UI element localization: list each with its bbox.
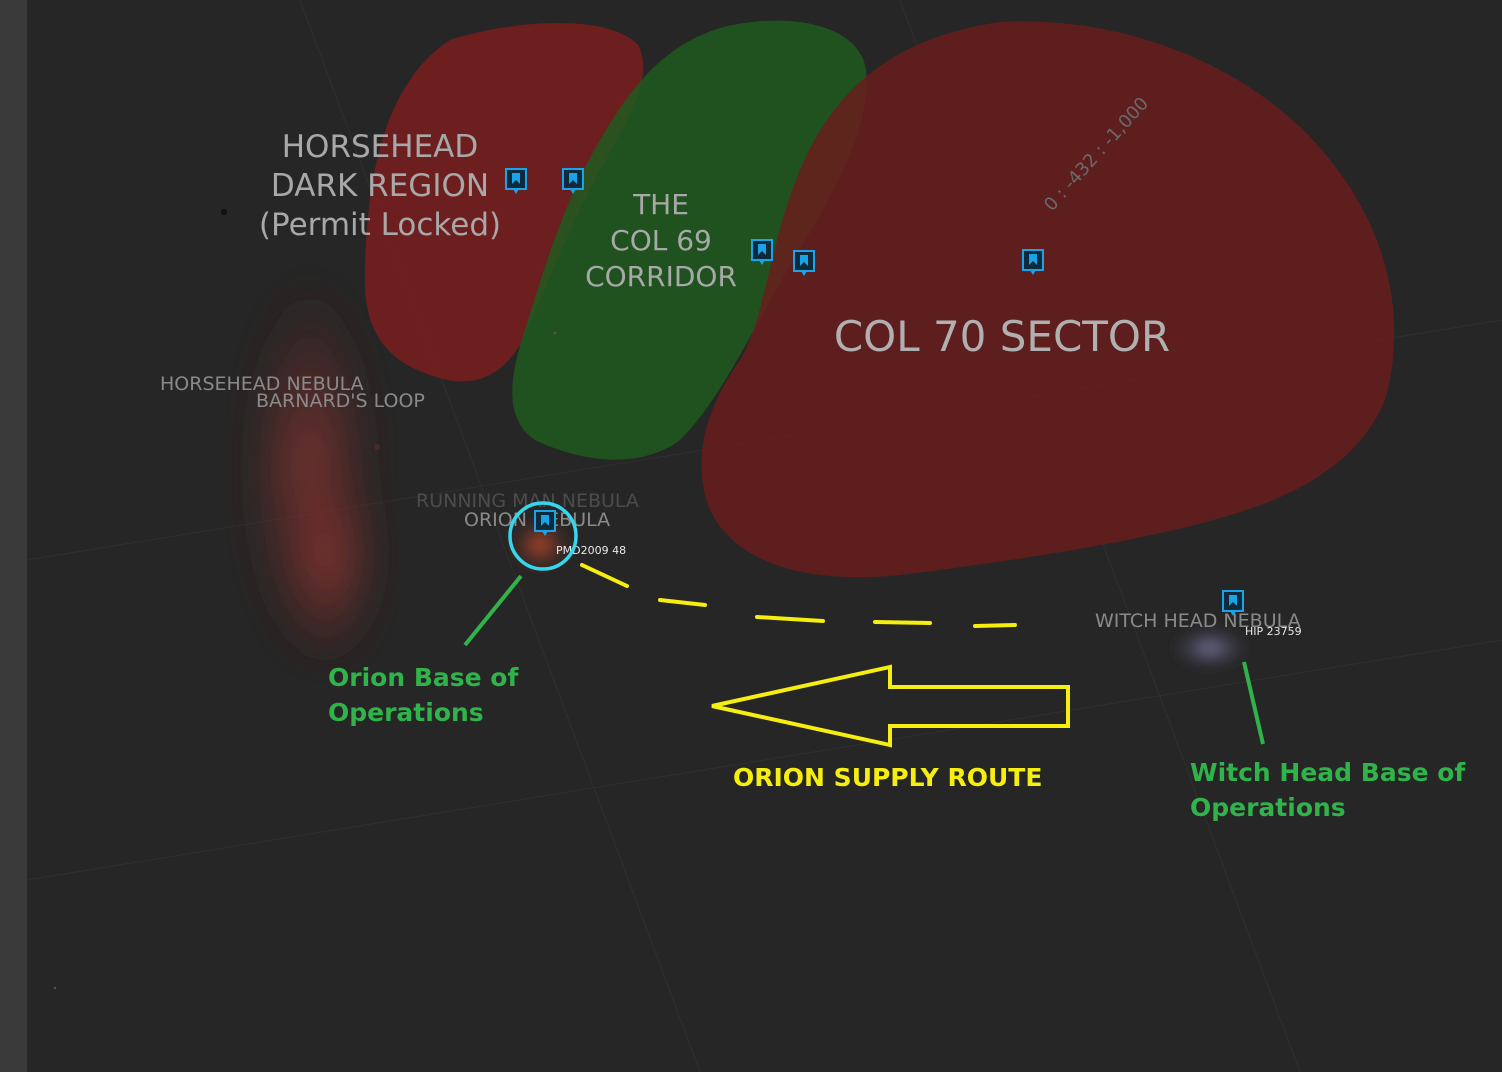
bookmark-icon[interactable] — [793, 250, 815, 276]
witch-base-line1: Witch Head Base of — [1190, 758, 1466, 787]
col69-label-line2: COL 69 — [610, 224, 712, 257]
supply-route-dashes — [580, 563, 1017, 628]
left-edge-panel — [0, 0, 27, 1072]
orion-base-annotation: Orion Base of Operations — [328, 663, 519, 727]
witch-base-leader-line — [1242, 661, 1265, 745]
witch-head-nebula-label: WITCH HEAD NEBULA — [1095, 610, 1301, 632]
horsehead-dark-region-area — [365, 22, 644, 382]
bookmark-icon[interactable] — [1022, 249, 1044, 275]
barnards-loop-label: BARNARD'S LOOP — [256, 390, 425, 412]
supply-route-arrow — [711, 664, 1070, 748]
witch-system-label[interactable]: HIP 23759 — [1245, 625, 1302, 638]
col69-label-line3: CORRIDOR — [585, 260, 737, 293]
witch-base-line2: Operations — [1190, 793, 1346, 822]
witch-head-nebula — [1170, 626, 1250, 670]
selection-ring-icon[interactable] — [508, 501, 578, 571]
bookmark-icon[interactable] — [751, 239, 773, 265]
running-man-nebula-label: RUNNING MAN NEBULA — [416, 490, 639, 512]
supply-route-label: ORION SUPPLY ROUTE — [733, 763, 1042, 792]
horsehead-label-line2: DARK REGION — [271, 168, 489, 204]
orion-base-line1: Orion Base of — [328, 663, 519, 692]
bookmark-icon[interactable] — [534, 510, 556, 536]
orion-base-line2: Operations — [328, 698, 484, 727]
witch-base-annotation: Witch Head Base of Operations — [1190, 758, 1466, 822]
bookmark-icon[interactable] — [1222, 590, 1244, 616]
col70-sector-area — [701, 21, 1395, 578]
col70-region-label: COL 70 SECTOR — [834, 312, 1170, 361]
bookmark-icon[interactable] — [562, 168, 584, 194]
star-dots — [53, 209, 557, 990]
horsehead-region-label: HORSEHEAD DARK REGION (Permit Locked) — [259, 129, 501, 243]
col69-corridor-area — [512, 20, 867, 460]
horsehead-label-line3: (Permit Locked) — [259, 207, 501, 243]
horsehead-label-line1: HORSEHEAD — [282, 129, 479, 165]
barnards-loop-nebula — [240, 270, 385, 670]
horsehead-nebula-label: HORSEHEAD NEBULA — [160, 373, 364, 395]
orion-base-leader-line — [463, 574, 523, 647]
col69-label-line1: THE — [632, 188, 689, 221]
bookmark-markers — [505, 168, 1244, 616]
col69-region-label: THE COL 69 CORRIDOR — [585, 188, 737, 293]
bookmark-icon[interactable] — [505, 168, 527, 194]
orion-system-label[interactable]: PMD2009 48 — [556, 544, 626, 557]
